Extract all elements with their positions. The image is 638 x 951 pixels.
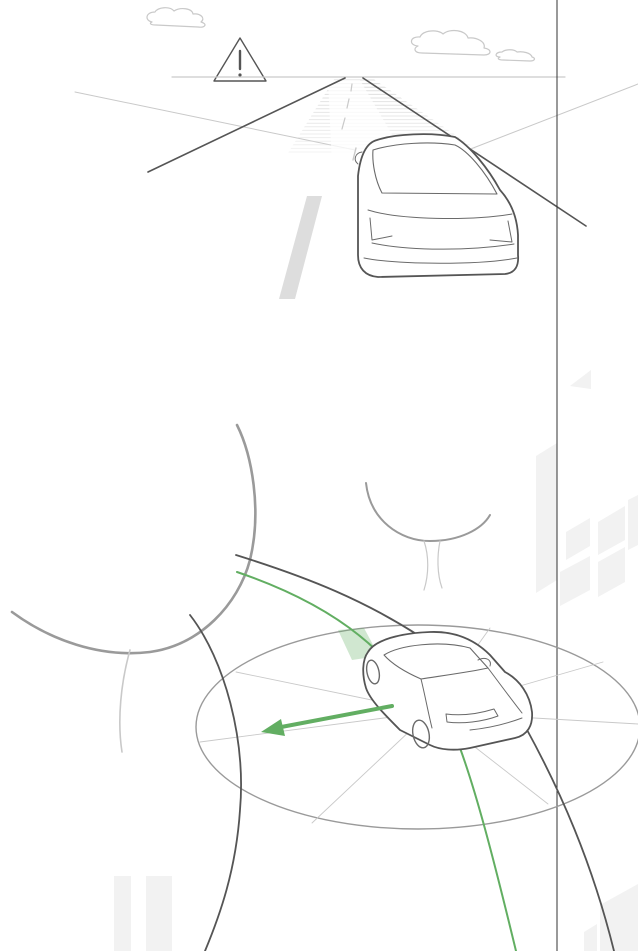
warning-triangle-outline <box>213 37 267 82</box>
ghost-shape <box>560 556 590 606</box>
planned-path-lower <box>459 747 517 951</box>
arrow-left-icon <box>261 704 394 736</box>
tree-trunk-small <box>423 540 443 591</box>
car-grille <box>469 717 523 731</box>
planned-path-upper <box>236 571 379 653</box>
bottom-scene-curve-view <box>10 423 638 951</box>
sensor-range-ellipse <box>195 624 638 830</box>
lane-center-dashes <box>341 83 357 161</box>
ghost-shape <box>566 518 590 560</box>
car-front-wheel <box>411 719 431 749</box>
car-door-line <box>420 678 433 729</box>
lane-dash <box>350 83 353 92</box>
car-headlight <box>445 708 499 724</box>
ghost-shape <box>114 876 131 951</box>
view-cone-right-line <box>467 83 638 151</box>
cloud-icon <box>410 29 491 56</box>
tree-trunk-large <box>119 649 131 753</box>
car-icon <box>362 631 533 751</box>
road-edge-left <box>189 614 242 951</box>
road-edge-left <box>147 77 346 173</box>
view-cone-left-line <box>74 91 356 151</box>
tree-icon <box>10 423 257 753</box>
car-body-outline <box>362 631 533 751</box>
road-edge-right <box>362 77 587 227</box>
car-side-mirror <box>477 657 491 667</box>
car-tail-lights <box>369 217 513 243</box>
car-windows <box>383 643 489 680</box>
arrow-head <box>261 719 285 736</box>
tree-icon <box>365 482 491 591</box>
car-side-mirror <box>354 151 363 165</box>
ghost-shape <box>628 495 638 550</box>
ghost-shape <box>584 924 597 951</box>
ghost-shape <box>146 876 172 951</box>
car-body-outline <box>357 133 520 278</box>
lane-dash <box>346 98 350 109</box>
cloud-icon <box>495 49 536 62</box>
road-edge-right <box>525 727 615 951</box>
tree-canopy-large <box>10 423 257 655</box>
ghost-shape <box>570 370 591 389</box>
tree-canopy-small <box>365 482 491 542</box>
ghost-shape <box>536 443 557 593</box>
lane-dash <box>341 117 346 130</box>
car-bumper-line <box>371 242 515 250</box>
top-scene-driver-view <box>74 7 638 299</box>
ghost-shape <box>598 547 625 597</box>
car-rear-wheel <box>365 659 381 685</box>
arrow-shaft <box>274 704 394 730</box>
car-rear-window <box>372 142 498 195</box>
car-bumper-lower <box>363 257 518 264</box>
car-trunk-line <box>367 209 513 219</box>
lane-dash <box>352 147 357 161</box>
lane-marking <box>279 196 322 299</box>
car-hood-line <box>487 667 523 714</box>
exclamation-dot <box>238 73 242 77</box>
car-icon <box>354 133 520 278</box>
ghost-shape <box>598 506 625 555</box>
cloud-icon <box>146 7 206 28</box>
warning-triangle-icon <box>213 37 267 82</box>
